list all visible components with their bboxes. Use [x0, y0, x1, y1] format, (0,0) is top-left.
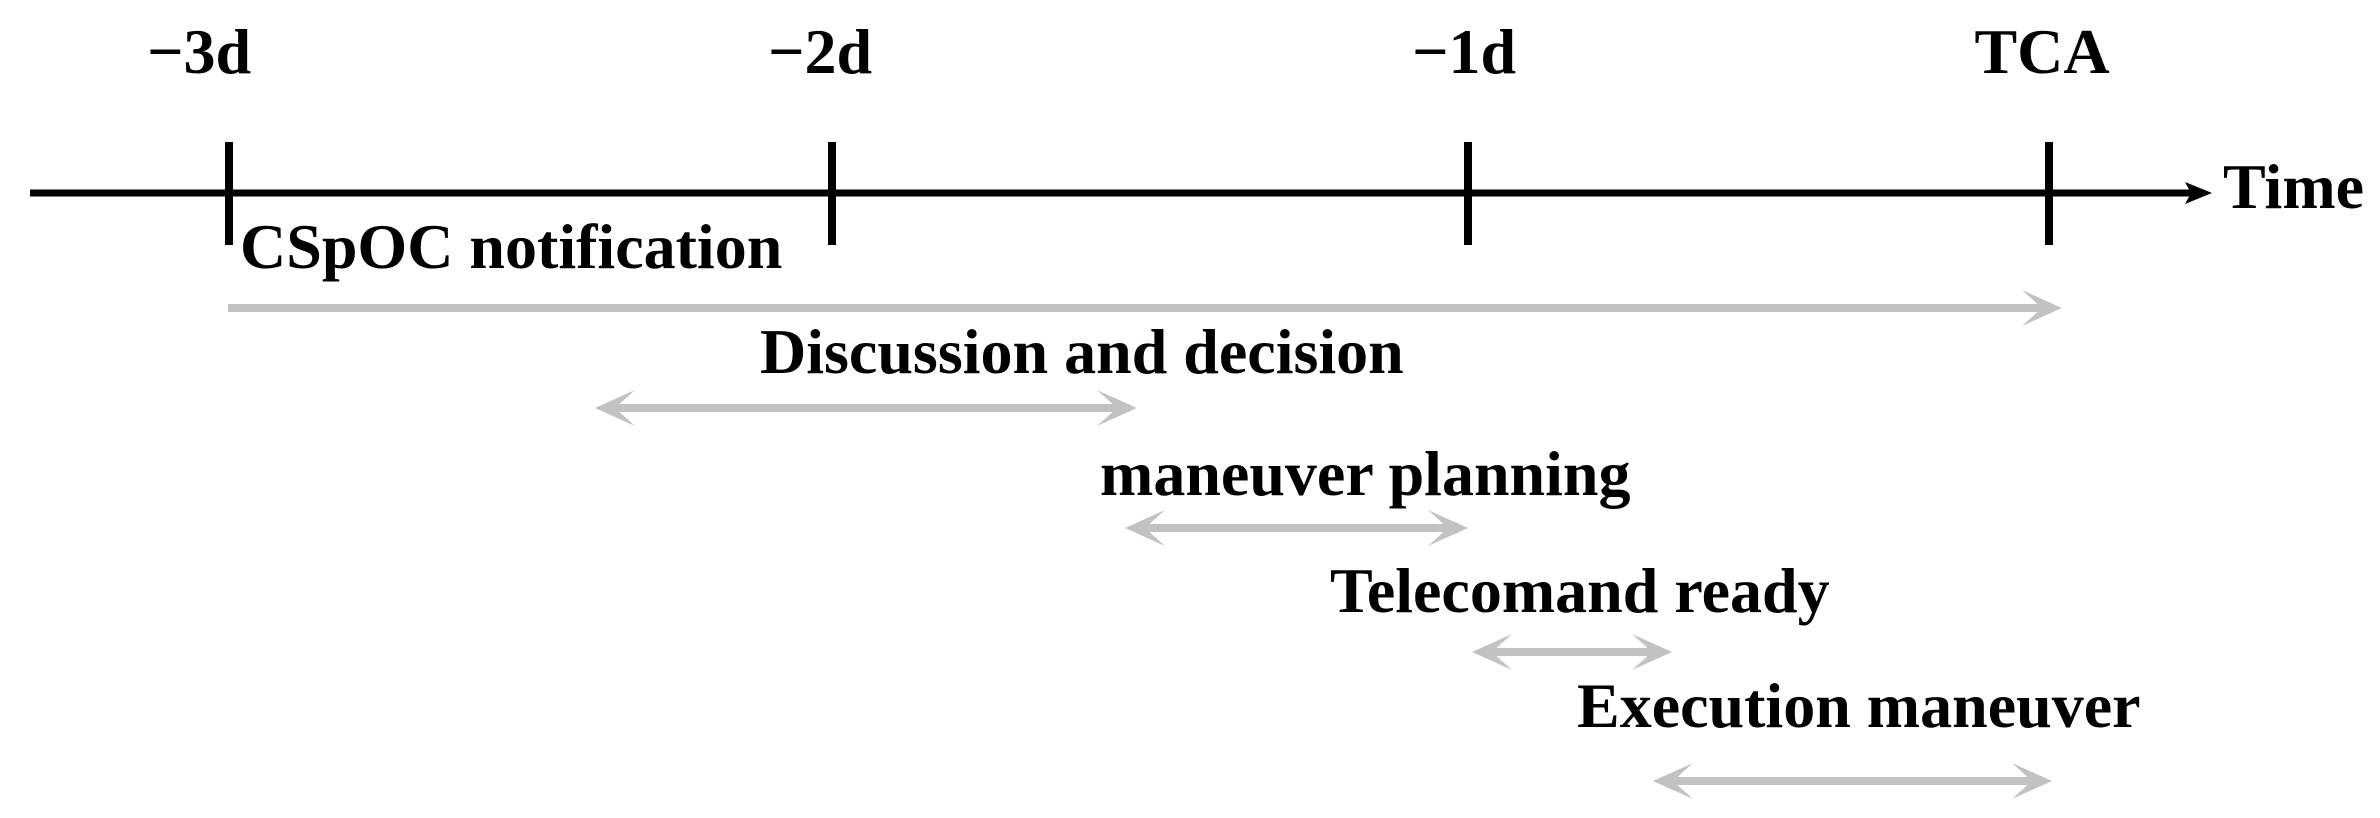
time-axis-label: Time [2223, 151, 2365, 222]
phase-label-maneuver-planning: maneuver planning [1100, 438, 1631, 509]
phase-label-execution-maneuver: Execution maneuver [1577, 670, 2141, 741]
phase-label-discussion-decision: Discussion and decision [760, 316, 1404, 387]
time-axis-arrowhead [2185, 182, 2212, 204]
tick-label-minus-3d: −3d [146, 16, 252, 87]
phase-label-telecommand-ready: Telecomand ready [1330, 555, 1830, 626]
tick-label-minus-1d: −1d [1411, 16, 1517, 87]
tick-label-tca: TCA [1974, 16, 2110, 87]
phase-label-cspoc-notification: CSpOC notification [240, 211, 783, 282]
tick-label-minus-2d: −2d [767, 16, 873, 87]
